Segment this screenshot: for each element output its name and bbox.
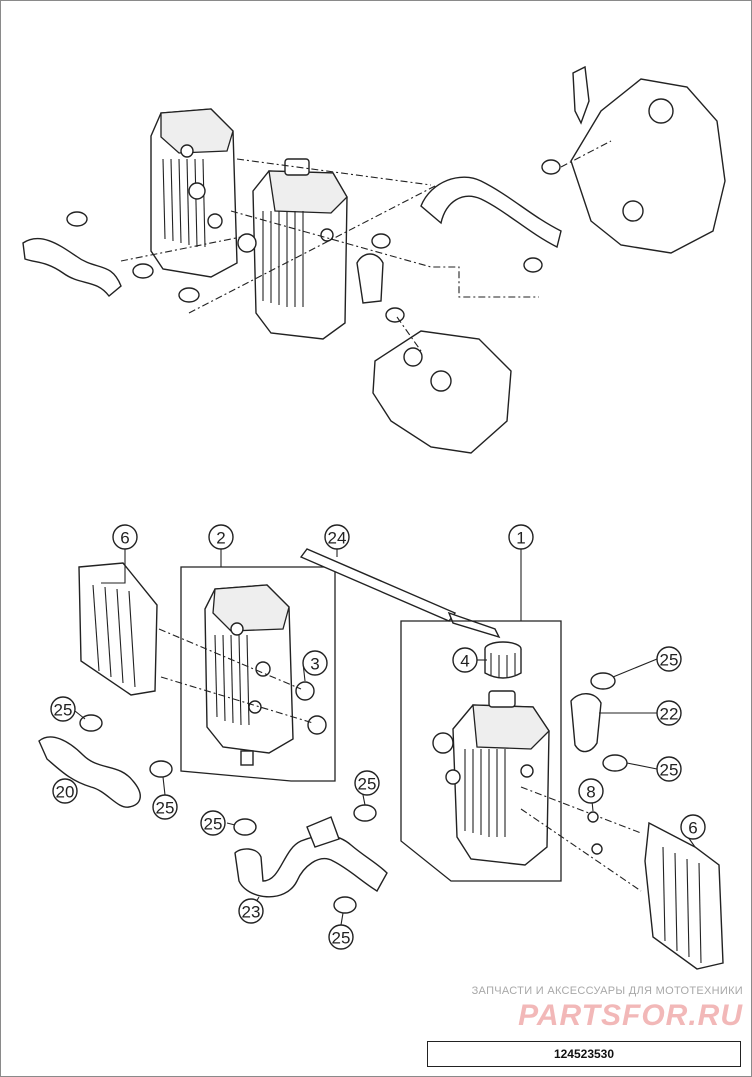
hose-23-connector bbox=[306, 816, 340, 848]
overview-right-radiator bbox=[237, 158, 348, 340]
svg-text:2: 2 bbox=[216, 529, 225, 548]
clamp-25-left-lower bbox=[149, 760, 173, 778]
overflow-hose bbox=[299, 548, 457, 622]
overview-engine-cylinder bbox=[372, 330, 512, 454]
overview-left-radiator bbox=[150, 108, 238, 278]
louver-right bbox=[644, 821, 724, 970]
callout-24: 24 bbox=[324, 524, 350, 550]
callout-25-hose23-top: 25 bbox=[354, 770, 380, 796]
overview-short-hose bbox=[356, 253, 384, 304]
svg-text:25: 25 bbox=[54, 701, 73, 720]
clamp-25-left-upper bbox=[79, 714, 103, 732]
callout-2: 2 bbox=[208, 524, 234, 550]
overview-crankcase bbox=[570, 78, 726, 254]
svg-text:3: 3 bbox=[310, 655, 319, 674]
svg-text:20: 20 bbox=[56, 783, 75, 802]
document-number: 124523530 bbox=[427, 1041, 741, 1067]
clamp-25-upper-right bbox=[590, 672, 616, 690]
overview-assembly bbox=[22, 65, 726, 454]
clamp-25-lower-right bbox=[602, 754, 628, 772]
svg-text:25: 25 bbox=[660, 651, 679, 670]
svg-text:8: 8 bbox=[586, 783, 595, 802]
clamp-25-hose23-bottom bbox=[333, 896, 357, 914]
callout-22: 22 bbox=[656, 700, 682, 726]
callout-8: 8 bbox=[578, 778, 604, 804]
svg-text:25: 25 bbox=[660, 761, 679, 780]
svg-text:6: 6 bbox=[688, 819, 697, 838]
louver-left-slats bbox=[92, 584, 136, 688]
watermark-logo: PARTSFOR.RU bbox=[518, 999, 743, 1032]
overview-upper-hose bbox=[420, 176, 562, 249]
assembly-line-grommets-2 bbox=[160, 676, 314, 724]
svg-text:25: 25 bbox=[358, 775, 377, 794]
callout-6-left: 6 bbox=[112, 524, 138, 550]
watermark-tagline: ЗАПЧАСТИ И АКСЕССУАРЫ ДЛЯ МОТОТЕХНИКИ bbox=[471, 985, 743, 997]
svg-text:4: 4 bbox=[460, 652, 469, 671]
leader-lines bbox=[74, 549, 696, 926]
radiator-cap bbox=[484, 641, 522, 679]
clamp-25-hose23-left bbox=[233, 818, 257, 836]
callout-25-left-upper: 25 bbox=[50, 696, 76, 722]
svg-text:22: 22 bbox=[660, 705, 679, 724]
callout-1: 1 bbox=[508, 524, 534, 550]
bolts bbox=[587, 811, 603, 855]
callout-25-left-lower: 25 bbox=[152, 794, 178, 820]
callout-4: 4 bbox=[452, 647, 478, 673]
overview-clamps bbox=[66, 159, 561, 323]
callout-23: 23 bbox=[238, 898, 264, 924]
overview-assembly-lines bbox=[120, 140, 612, 352]
overview-kickstarter bbox=[572, 65, 590, 125]
svg-text:24: 24 bbox=[328, 529, 347, 548]
callout-3: 3 bbox=[302, 650, 328, 676]
svg-text:6: 6 bbox=[120, 529, 129, 548]
overflow-hose-end bbox=[447, 611, 501, 639]
callout-25-hose23-left: 25 bbox=[200, 810, 226, 836]
grommet-upper bbox=[295, 681, 315, 701]
grommet-lower bbox=[307, 715, 327, 735]
callout-25-hose23-bottom: 25 bbox=[328, 924, 354, 950]
svg-text:25: 25 bbox=[156, 799, 175, 818]
assembly-line-bolts-2 bbox=[520, 808, 642, 892]
svg-text:23: 23 bbox=[242, 903, 261, 922]
assembly-line-bolts bbox=[520, 786, 642, 834]
callout-25-lower-right: 25 bbox=[656, 756, 682, 782]
overview-lower-hose bbox=[22, 237, 122, 298]
assembly-line-grommets bbox=[158, 628, 302, 690]
callout-20: 20 bbox=[52, 778, 78, 804]
radiator-left bbox=[204, 584, 294, 766]
part-1-frame bbox=[400, 620, 562, 882]
svg-text:1: 1 bbox=[516, 529, 525, 548]
hose-20 bbox=[38, 736, 141, 808]
callout-25-upper-right: 25 bbox=[656, 646, 682, 672]
svg-text:25: 25 bbox=[204, 815, 223, 834]
callout-6-right: 6 bbox=[680, 814, 706, 840]
louver-right-slats bbox=[662, 846, 702, 964]
svg-text:25: 25 bbox=[332, 929, 351, 948]
radiator-right bbox=[432, 690, 550, 866]
part-2-frame bbox=[180, 566, 336, 782]
clamp-25-hose23-top bbox=[353, 804, 377, 822]
hose-22 bbox=[570, 693, 602, 753]
hose-23 bbox=[234, 834, 388, 898]
